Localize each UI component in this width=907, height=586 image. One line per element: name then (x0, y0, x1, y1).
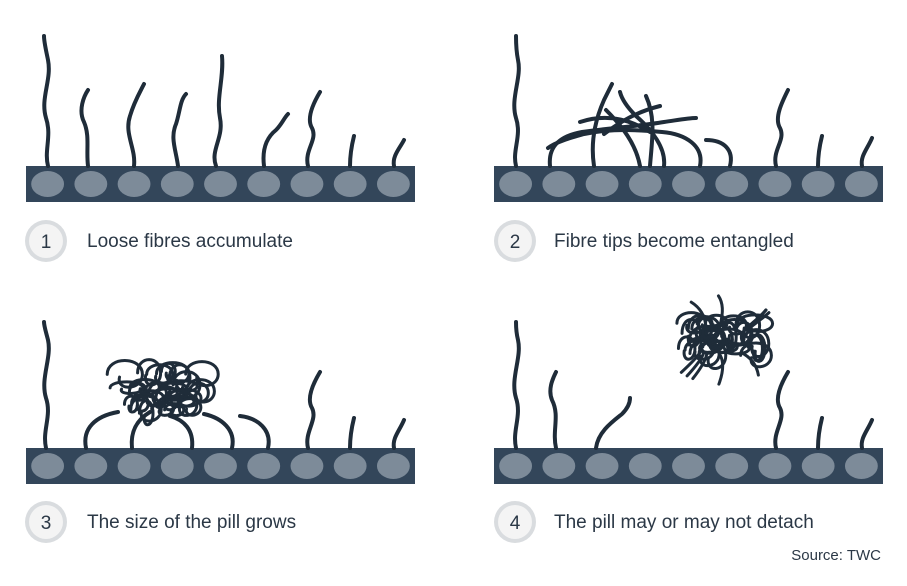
remaining-fibres-4 (512, 320, 874, 450)
step-label-4: The pill may or may not detach (554, 512, 814, 533)
panel-2: 2 Fibre tips become entangled (494, 34, 883, 262)
pill-loose-strand (685, 351, 706, 378)
step-badge-1: 1 (25, 220, 67, 262)
step-number-2: 2 (510, 232, 521, 253)
pill-fibre-loop (163, 402, 186, 418)
panel-1: 1 Loose fibres accumulate (25, 34, 415, 262)
pill-fibre-loop (716, 318, 753, 347)
pill-fibre-loop (748, 333, 767, 363)
pill-fibre-loop (177, 397, 203, 417)
fabric-strip-1 (26, 166, 415, 202)
fabric-knot (715, 453, 749, 479)
pill-loose-strand (739, 350, 760, 377)
fabric-knot (844, 453, 878, 479)
fabric-knot (333, 171, 367, 197)
fabric-strip-3 (26, 448, 415, 484)
loose-fibres-1 (42, 34, 406, 168)
fabric-knot (542, 171, 576, 197)
panel-4: 4 The pill may or may not detach (494, 294, 883, 543)
source-credit: Source: TWC (791, 547, 881, 564)
fabric-knot (801, 453, 835, 479)
pill-fibre-loop (137, 399, 155, 427)
fabric-knot (499, 171, 533, 197)
fabric-knot (585, 171, 619, 197)
entangled-fibres-2 (512, 34, 874, 168)
fabric-knot (672, 453, 705, 479)
pill-fibre-loop (128, 378, 161, 396)
panel-3: 3 The size of the pill grows (25, 320, 415, 543)
fabric-knot (672, 171, 705, 197)
pill-fibre-loop (122, 394, 139, 414)
pill-loose-strand (744, 311, 771, 332)
badge-inner-circle (29, 224, 63, 258)
fabric-knot (247, 171, 281, 197)
pill-fibre-loop (154, 361, 191, 386)
step-badge-2: 2 (494, 220, 536, 262)
fabric-strip-4 (494, 448, 883, 484)
fabric-knot (74, 171, 108, 197)
pill-fibre-loop (184, 360, 220, 388)
fabric-knot (204, 171, 237, 197)
fabric-knot (585, 453, 619, 479)
fabric-knot (290, 171, 324, 197)
fabric-knot (376, 453, 410, 479)
fabric-knot (844, 171, 878, 197)
pill-cluster-3 (105, 358, 220, 427)
pill-loose-strand (743, 308, 768, 331)
fabric-knot (801, 171, 835, 197)
pill-loose-strand (689, 300, 708, 329)
pill-fibre-loop (700, 329, 726, 350)
pill-fibre-loop (108, 380, 145, 395)
step-label-3: The size of the pill grows (87, 512, 296, 533)
fabric-knot (31, 171, 65, 197)
badge-inner-circle (498, 505, 532, 539)
badge-inner-circle (498, 224, 532, 258)
pill-loose-strand (717, 354, 725, 386)
fabric-knot (758, 453, 792, 479)
fabric-knot (204, 453, 237, 479)
fabric-knot (290, 453, 324, 479)
growing-pill-3 (42, 320, 406, 450)
pill-fibre-loop (736, 313, 775, 333)
fabric-knot (628, 171, 662, 197)
pill-loose-strand (691, 352, 709, 381)
step-number-4: 4 (510, 513, 521, 534)
fabric-knot (333, 453, 367, 479)
fabric-knot (117, 171, 151, 197)
fabric-knot (628, 453, 662, 479)
fabric-knot (160, 453, 194, 479)
fabric-knot (31, 453, 65, 479)
pill-loose-strand (716, 294, 724, 326)
pill-loose-strand (679, 349, 703, 374)
fabric-knot (542, 453, 576, 479)
fabric-knot (376, 171, 410, 197)
detached-pill-4 (675, 294, 775, 386)
step-number-3: 3 (41, 513, 52, 534)
pill-fibre-loop (136, 358, 163, 387)
fabric-strip-2 (494, 166, 883, 202)
fabric-knot (117, 453, 151, 479)
fabric-knot (758, 171, 792, 197)
pill-fibre-loop (741, 328, 771, 358)
pill-fibre-loop (676, 335, 697, 361)
fabric-knot (499, 453, 533, 479)
step-badge-4: 4 (494, 501, 536, 543)
fabric-knot (74, 453, 108, 479)
fabric-knot (160, 171, 194, 197)
badge-inner-circle (29, 505, 63, 539)
step-label-2: Fibre tips become entangled (554, 231, 794, 252)
fabric-knot (247, 453, 281, 479)
step-number-1: 1 (41, 232, 52, 253)
step-label-1: Loose fibres accumulate (87, 231, 293, 252)
fabric-knot (715, 171, 749, 197)
pill-fibre-loop (105, 359, 144, 389)
step-badge-3: 3 (25, 501, 67, 543)
pill-fibre-loop (696, 316, 714, 340)
